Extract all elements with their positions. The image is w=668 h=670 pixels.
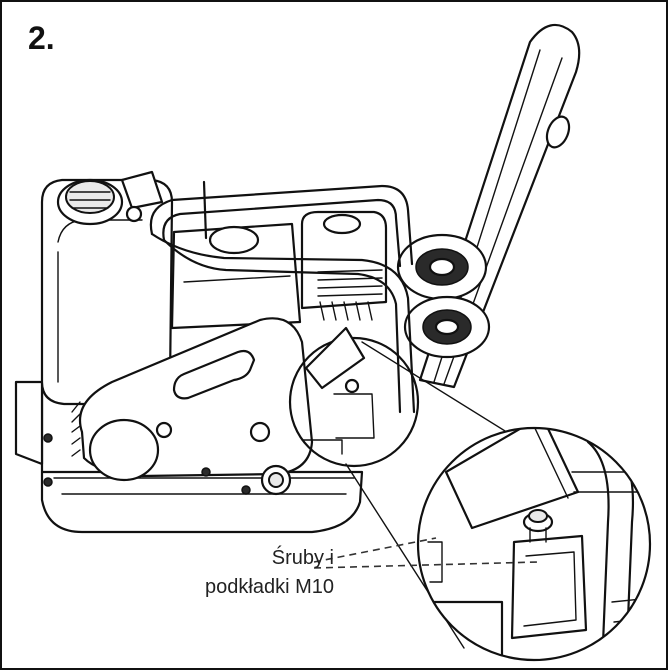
step-number: 2.	[28, 20, 55, 56]
callout-line-1: Śruby i	[271, 547, 334, 569]
magnified-detail	[416, 426, 652, 662]
transport-wheels	[396, 233, 491, 359]
detail-source-circle	[288, 326, 420, 468]
callout-leader-lines	[313, 537, 539, 569]
bolt	[201, 464, 292, 496]
washer-bolt-icon	[522, 509, 554, 543]
engine-cooling-fins	[317, 269, 383, 321]
callout-line-2: podkładki M10	[205, 576, 334, 598]
base-plate	[14, 380, 364, 534]
belt-guard	[71, 317, 314, 482]
callout-label: Śruby i podkładki M10	[174, 544, 334, 602]
protective-frame	[149, 184, 416, 414]
fuel-tank	[40, 170, 174, 406]
